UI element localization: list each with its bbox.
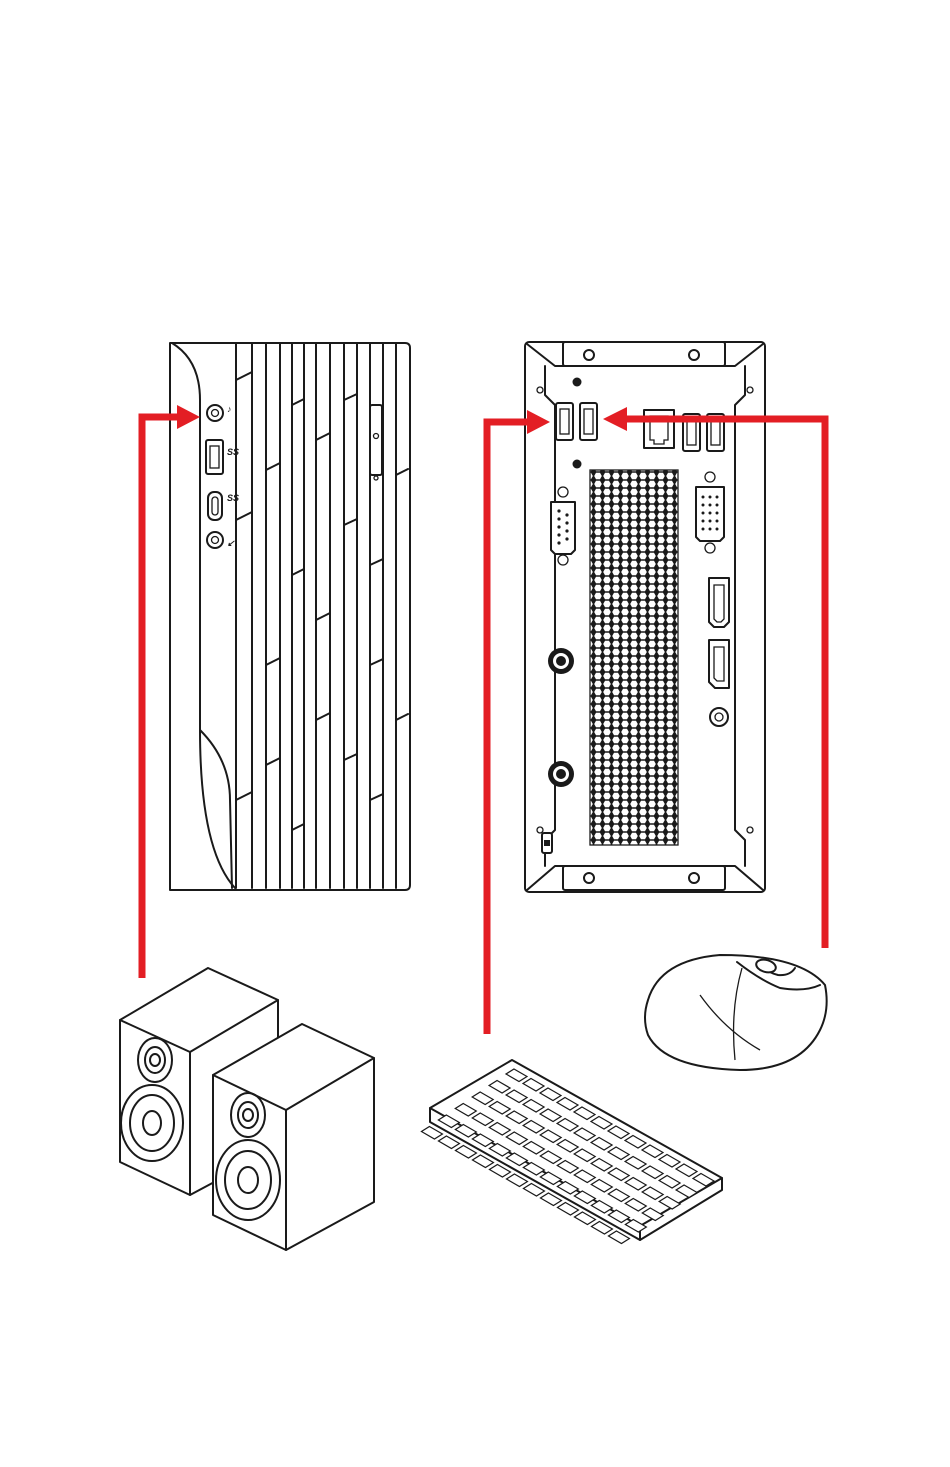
keyboard: [421, 1060, 722, 1244]
keyboard-cable: [487, 422, 530, 1034]
headphone-icon: ♪: [227, 404, 232, 414]
vent-grill: [590, 470, 678, 845]
usb-a-label: SS: [227, 447, 239, 457]
dc-in-jack[interactable]: [710, 708, 728, 726]
headphone-jack[interactable]: [207, 405, 223, 421]
displayport-port[interactable]: [709, 640, 729, 688]
antenna-connector-1: [548, 648, 574, 674]
usb-a-port[interactable]: [206, 440, 223, 474]
pc-rear-view: [525, 342, 765, 892]
mouse: [645, 955, 827, 1070]
speakers: [120, 968, 374, 1250]
keyboard-key: [421, 1127, 442, 1140]
pc-front-view: ♪ SS SS ↙: [170, 343, 410, 890]
microphone-jack[interactable]: [207, 532, 223, 548]
usb-c-label: SS: [227, 493, 239, 503]
microphone-icon: ↙: [227, 538, 235, 548]
usb-c-port[interactable]: [208, 492, 222, 520]
card-reader-slot: [370, 405, 382, 475]
antenna-connector-2: [548, 761, 574, 787]
hdmi-port[interactable]: [709, 578, 729, 627]
